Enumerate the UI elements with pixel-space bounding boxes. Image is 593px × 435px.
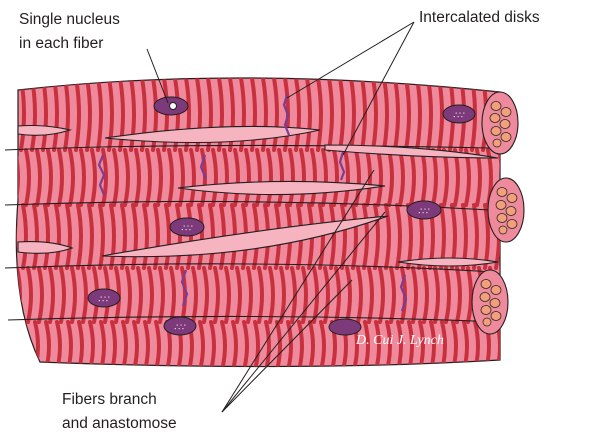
svg-text:∴∵: ∴∵ [181, 224, 192, 234]
svg-text:∴∵: ∴∵ [174, 323, 185, 333]
label-intercalated-disks: Intercalated disks [419, 9, 540, 26]
striation-band [24, 322, 27, 370]
nucleus-right-top: ∴∵ [443, 105, 475, 123]
label-nucleus-line1: Single nucleus [19, 11, 120, 28]
nucleus-mid-left: ∴∵ [170, 218, 204, 236]
svg-text:∴∵: ∴∵ [453, 111, 464, 121]
artist-signature: D. Cui J. Lynch [355, 333, 444, 348]
striation-band [13, 322, 16, 370]
label-branch-line1: Fibers branch [62, 391, 157, 408]
svg-text:∴∵: ∴∵ [98, 295, 109, 305]
fiber-bundle: ∴∵ ∴∵ ∴∵ ∴∵ ∴∵ [5, 78, 524, 370]
end-face-3 [472, 270, 508, 334]
end-face-2 [488, 178, 524, 242]
striation-band [10, 78, 13, 150]
nucleus-mid-right: ∴∵ [407, 201, 441, 219]
end-face-1 [482, 92, 518, 154]
label-nucleus-line2: in each fiber [19, 35, 103, 52]
label-branch-line2: and anastomose [62, 415, 177, 432]
nucleus-top [154, 97, 188, 115]
nucleus-low-left: ∴∵ [88, 289, 120, 307]
nucleus-bottom-left: ∴∵ [164, 317, 196, 335]
striation-band [12, 205, 15, 268]
svg-text:∴∵: ∴∵ [418, 207, 429, 217]
